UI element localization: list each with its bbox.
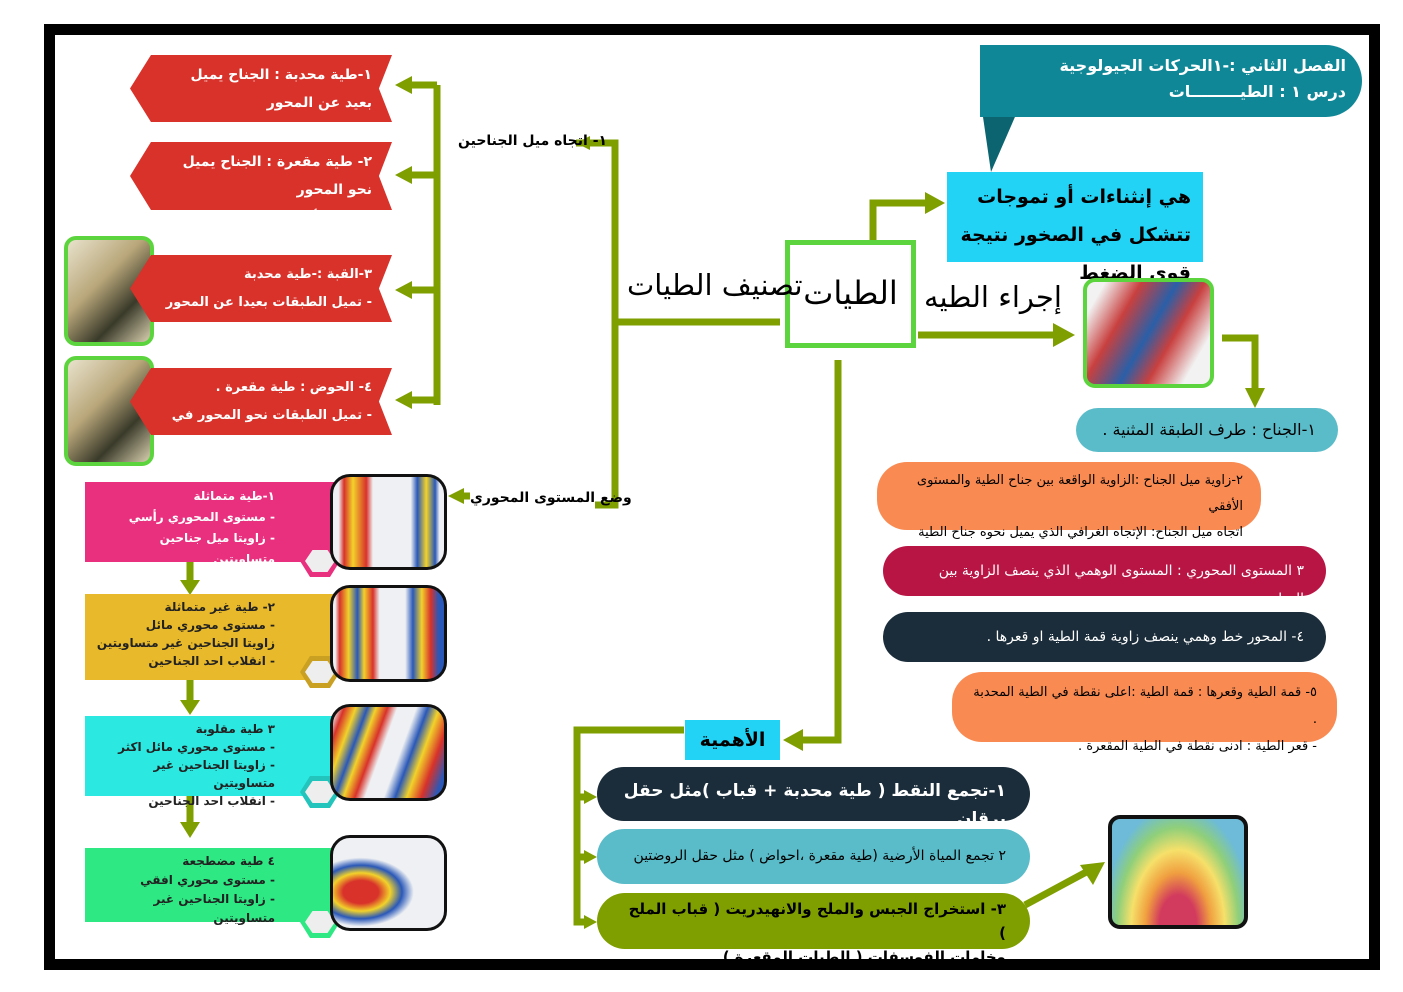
fold-title: ٤ طية مضطجعة: [182, 854, 275, 868]
definition-box: هي إنثناءات أو تموجات تتشكل في الصخور نت…: [947, 172, 1203, 284]
fold-type-syncline: ٢- طية مقعرة : الجناح يميل نحو المحورالط…: [130, 142, 392, 210]
chapter-title: الفصل الثاني :-١الحركات الجيولوجية: [1059, 56, 1346, 75]
title-banner: الفصل الثاني :-١الحركات الجيولوجية درس ١…: [980, 45, 1362, 117]
item-line: - تميل الطبقات بعيدا عن المحور في جميع ا…: [165, 295, 372, 310]
fold-line: - مستوى محوري افقي: [140, 873, 275, 887]
fold-line: - زاويتا الجناحين غير متساويتين: [153, 758, 275, 790]
classification-label: تصنيف الطيات: [627, 268, 803, 302]
center-node-folds: الطيات: [785, 240, 916, 348]
fold-title: ٢- طية غير متماثلة: [164, 600, 275, 614]
fold-line: - انقلاب احد الجناحين: [148, 794, 275, 808]
fold-diagram-image: [1083, 278, 1214, 388]
overturned-fold-box: ٣ طية مقلوبة - مستوى محوري مائل اكثر - زاو…: [85, 716, 335, 808]
fold-line: - انقلاب احد الجناحين: [148, 654, 275, 668]
term-axial-plane: ٣ المستوى المحوري : المستوى الوهمي الذي …: [883, 546, 1326, 607]
procedure-label: إجراء الطيه: [924, 280, 1062, 314]
wings-direction-label: ١- اتجاه ميل الجناحين: [458, 133, 608, 149]
importance-minerals: ٣- استخراج الجبس والملح والانهيدريت ( قب…: [597, 893, 1030, 966]
importance-line: ٣- استخراج الجبس والملح والانهيدريت ( قب…: [628, 900, 1006, 942]
term-wing-dip: ٢-زاوية ميل الجناح :الزاوية الواقعة بين …: [877, 462, 1261, 540]
importance-line: وخامات الفوسفات ( الطيات المقعرة ): [722, 948, 1006, 966]
fold-title: ٣ طية مقلوبة: [195, 722, 275, 736]
fold-title: ١-طية متماثلة: [193, 489, 275, 503]
fold-line: - مستوى محوري مائل: [145, 618, 275, 632]
term-line: ٥- قمة الطية وقعرها : قمة الطية :اعلى نق…: [973, 685, 1317, 727]
fold-line: - مستوى المحوري رأسي: [128, 510, 275, 524]
importance-groundwater: ٢ تجمع المياة الأرضية (طية مقعرة ،احواض …: [597, 829, 1030, 884]
fold-line: - زاويتا ميل جناحين متساويتين: [159, 531, 275, 566]
fold-type-anticline: ١-طية محدبة : الجناح يميل بعيد عن المحور…: [130, 55, 392, 122]
term-line: ٢-زاوية ميل الجناح :الزاوية الواقعة بين …: [916, 473, 1243, 514]
term-wing: ١-الجناح : طرف الطبقة المثنية .: [1076, 408, 1338, 452]
item-line: ٣-القبة :-طية محدبة: [244, 267, 372, 282]
term-crest-trough: ٥- قمة الطية وقعرها : قمة الطية :اعلى نق…: [952, 672, 1337, 754]
item-line: ٢- طية مقعرة : الجناح يميل نحو المحور: [182, 154, 372, 198]
term-axis: ٤- المحور خط وهمي ينصف زاوية قمة الطية ا…: [883, 612, 1326, 662]
item-line: ٤- الحوض : طية مقعرة .: [215, 380, 372, 395]
fold-line: زاويتا الجناحين غير متساويتين: [96, 636, 275, 650]
lesson-title: درس ١ : الطيـــــــــات: [1168, 82, 1346, 101]
symmetric-fold-image: [330, 474, 447, 570]
fold-type-dome: ٣-القبة :-طية محدبة - تميل الطبقات بعيدا …: [130, 255, 392, 322]
fold-line: - مستوى محوري مائل اكثر: [118, 740, 275, 754]
term-line: - قعر الطية : ادنى نقطة في الطية المقعرة…: [1078, 739, 1317, 754]
item-line: ١-طية محدبة : الجناح يميل بعيد عن المحور: [190, 67, 373, 111]
recumbent-fold-box: ٤ طية مضطجعة - مستوى محوري افقي - زاويتا ا…: [85, 848, 335, 925]
fold-type-basin: ٤- الحوض : طية مقعرة . - تميل الطبقات نحو…: [130, 368, 392, 435]
recumbent-fold-image: [330, 835, 447, 931]
fold-line: - زاويتا الجناحين غير متساويتين: [153, 892, 275, 925]
item-line: - تميل الطبقات نحو المحور في جميع الاتجا…: [171, 408, 372, 423]
axial-plane-label: وضع المستوى المحوري: [470, 490, 632, 506]
overturned-fold-image: [330, 704, 447, 801]
asymmetric-fold-box: ٢- طية غير متماثلة - مستوى محوري مائل زاوي…: [85, 594, 335, 680]
dome-cross-section-image: [1108, 815, 1248, 929]
importance-label: الأهمية: [685, 720, 780, 760]
importance-oil: ١-تجمع النقط ( طية محدبة + قباب )مثل حقل…: [597, 767, 1030, 829]
asymmetric-fold-image: [330, 585, 447, 682]
term-line: اتجاه ميل الجناح: الإتجاه الغرافي الذي ي…: [918, 525, 1243, 540]
symmetric-fold-box: ١-طية متماثلة - مستوى المحوري رأسي - زاويت…: [85, 482, 335, 566]
